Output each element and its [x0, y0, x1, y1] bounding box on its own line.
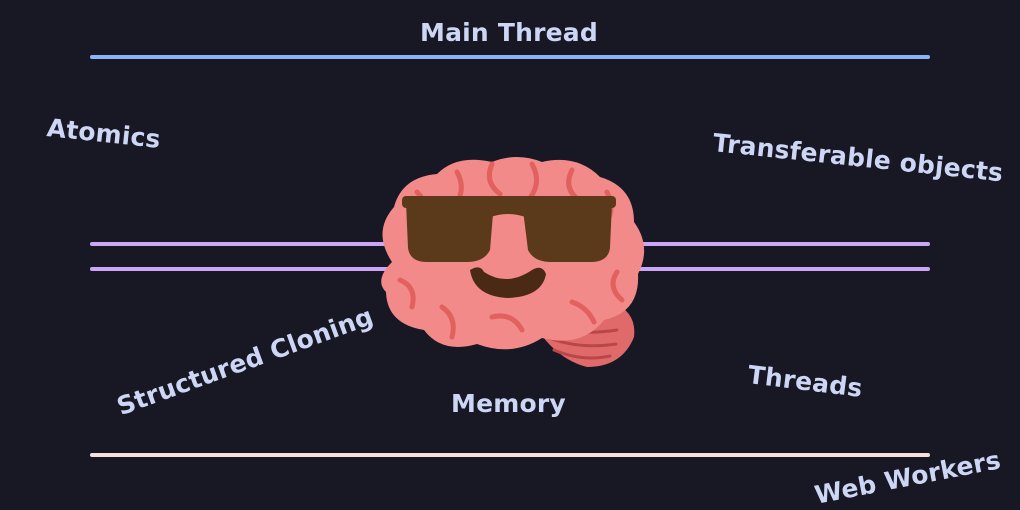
cool-brain-icon: [381, 157, 645, 367]
threads-label: Threads: [746, 360, 865, 403]
transferable-objects-label: Transferable objects: [711, 128, 1005, 188]
main-thread-line: [90, 55, 930, 59]
memory-label: Memory: [451, 389, 566, 418]
atomics-label: Atomics: [45, 113, 163, 154]
main-thread-label: Main Thread: [420, 18, 598, 47]
structured-cloning-label: Structured Cloning: [113, 301, 377, 422]
web-workers-line: [90, 453, 930, 457]
